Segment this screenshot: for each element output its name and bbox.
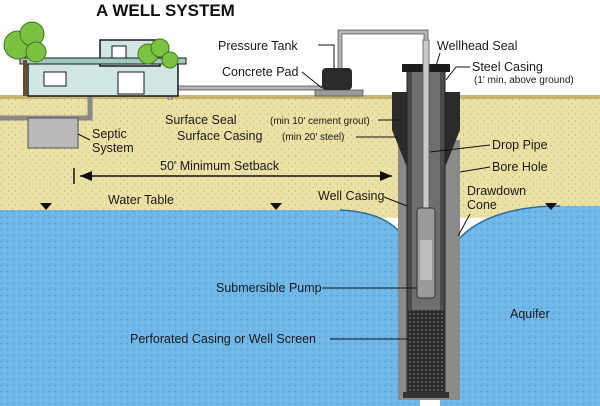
water-table-marker <box>270 203 282 210</box>
shrub <box>137 38 179 69</box>
aquifer-label: Aquifer <box>510 307 550 321</box>
water-table-marker <box>545 203 557 210</box>
pressure-tank <box>322 68 352 90</box>
pressure-tank-label: Pressure Tank <box>218 39 298 53</box>
surface-casing-label: Surface Casing <box>177 129 263 143</box>
water-table-marker <box>40 203 52 210</box>
water-table-label: Water Table <box>108 193 174 207</box>
tree <box>3 21 47 96</box>
drop-pipe <box>422 39 430 231</box>
surface-seal-label: Surface Seal <box>165 113 237 127</box>
submersible-pump-label: Submersible Pump <box>216 281 322 295</box>
surface-casing-note: (min 20' steel) <box>282 132 345 143</box>
septic-label-line1: Septic <box>92 127 127 141</box>
drop-pipe-label: Drop Pipe <box>492 138 548 152</box>
surface-seal-note: (min 10' cement grout) <box>270 116 370 127</box>
house <box>19 39 187 97</box>
setback-label: 50' Minimum Setback <box>160 159 280 173</box>
bore-hole-label: Bore Hole <box>492 160 548 174</box>
ground-surface <box>0 95 600 99</box>
steel-casing-label: Steel Casing <box>472 60 543 74</box>
diagram-title: A WELL SYSTEM <box>96 1 235 20</box>
well-screen <box>408 310 444 392</box>
septic-label-line2: System <box>92 141 134 155</box>
concrete-pad-label: Concrete Pad <box>222 65 298 79</box>
well-casing-label: Well Casing <box>318 189 385 203</box>
wellhead-seal-label: Wellhead Seal <box>437 39 517 53</box>
drawdown-label-line1: Drawdown <box>467 184 526 198</box>
drawdown-label-line2: Cone <box>467 198 497 212</box>
concrete-pad <box>314 89 364 97</box>
perforated-casing-label: Perforated Casing or Well Screen <box>130 332 316 346</box>
septic-tank <box>27 117 79 149</box>
steel-casing-note: (1' min, above ground) <box>474 75 574 86</box>
